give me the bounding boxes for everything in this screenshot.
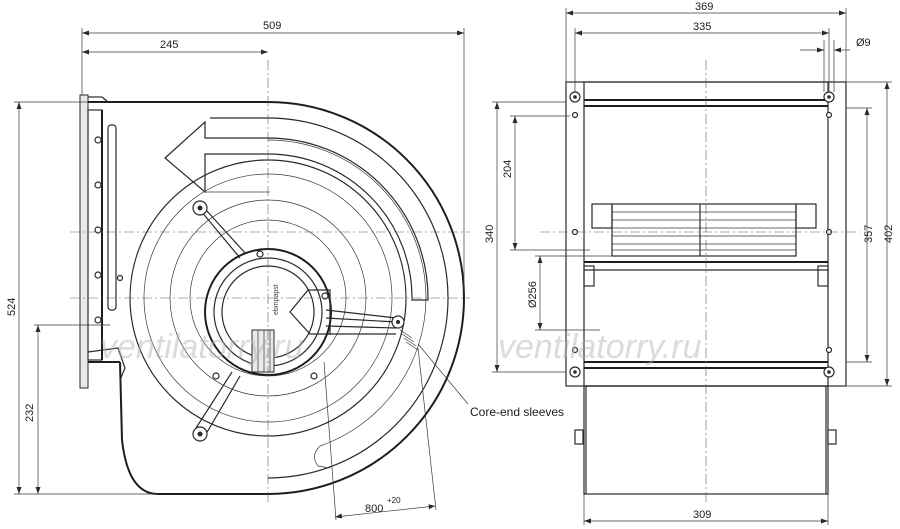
volute-inner bbox=[210, 117, 449, 479]
motor-bolt bbox=[256, 250, 264, 258]
mounting-flange bbox=[79, 94, 89, 389]
side-motor bbox=[611, 203, 797, 257]
dim-housing-width: 309 bbox=[693, 509, 711, 521]
flange-holes bbox=[94, 136, 124, 324]
motor-terminal-box bbox=[251, 329, 275, 373]
core-end-sleeves-label: Core-end sleeves bbox=[470, 405, 564, 419]
dim-cable-tolerance: +20 bbox=[387, 496, 401, 505]
cable-leads bbox=[325, 309, 397, 335]
motor-bracket-left bbox=[591, 203, 613, 229]
dim-side-width-outer: 369 bbox=[695, 1, 713, 13]
side-corner-holes bbox=[569, 91, 835, 378]
dim-side-height-357: 357 bbox=[863, 225, 875, 243]
rotation-arrow bbox=[164, 120, 429, 301]
dim-side-height-402: 402 bbox=[883, 225, 895, 243]
watermark-left: ventilatorry.ru bbox=[100, 328, 304, 366]
dim-cable-length: 800 bbox=[365, 503, 383, 515]
front-view: ebmpapst bbox=[70, 60, 470, 505]
front-dimensions: 509 245 524 232 800 +20 Core-end sleeves bbox=[6, 20, 564, 521]
motor-bolt bbox=[321, 292, 329, 300]
flange-slot bbox=[107, 124, 117, 311]
side-lug-left bbox=[574, 429, 584, 445]
dim-hole-diameter: Ø9 bbox=[856, 37, 871, 49]
side-lug-right bbox=[827, 429, 837, 445]
dim-side-height-mid: 340 bbox=[484, 225, 496, 243]
dim-axis-height: 232 bbox=[24, 404, 36, 422]
watermark-right: ventilatorry.ru bbox=[498, 328, 702, 366]
motor-bracket-right bbox=[795, 203, 817, 229]
motor-bolt bbox=[310, 372, 318, 380]
dim-axis-offset: 245 bbox=[160, 39, 178, 51]
dim-side-height-upper: 204 bbox=[502, 160, 514, 178]
dim-motor-diameter: Ø256 bbox=[527, 281, 539, 308]
side-view bbox=[540, 60, 860, 505]
support-strut-lower bbox=[195, 371, 241, 435]
motor-bolt bbox=[212, 372, 220, 380]
dim-overall-height: 524 bbox=[6, 298, 18, 316]
dim-side-width-inner: 335 bbox=[693, 21, 711, 33]
motor-brand-label: ebmpapst bbox=[273, 284, 280, 315]
dim-overall-width: 509 bbox=[263, 20, 281, 32]
cable-bracket bbox=[289, 289, 331, 335]
side-dimensions: 369 335 Ø9 340 204 Ø256 bbox=[484, 1, 895, 525]
